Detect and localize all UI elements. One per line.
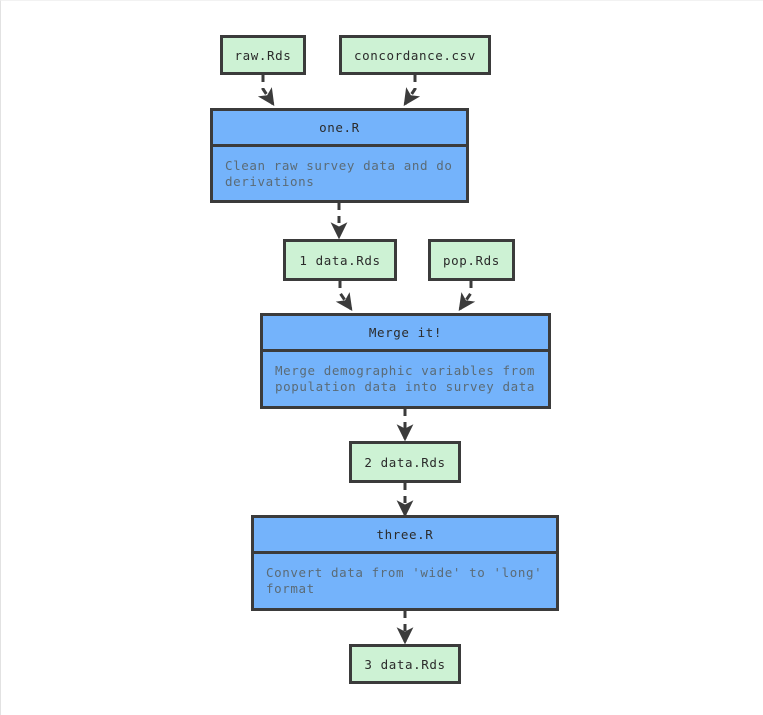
- edge-pop-to-merge: [458, 281, 476, 311]
- node-concordance-csv[interactable]: concordance.csv: [339, 35, 491, 75]
- node-data3-rds-label: 3 data.Rds: [364, 656, 446, 672]
- node-merge-it[interactable]: Merge it! Merge demographic variables fr…: [260, 313, 551, 409]
- node-data1-rds-label: 1 data.Rds: [299, 252, 381, 268]
- node-pop-rds-label: pop.Rds: [443, 252, 500, 268]
- node-data1-rds[interactable]: 1 data.Rds: [283, 239, 397, 281]
- node-merge-it-description: Merge demographic variables from populat…: [275, 363, 544, 394]
- edge-raw-to-one: [257, 75, 275, 106]
- node-data2-rds[interactable]: 2 data.Rds: [349, 441, 461, 483]
- node-data2-rds-label: 2 data.Rds: [364, 454, 446, 470]
- node-one-r[interactable]: one.R Clean raw survey data and do deriv…: [210, 108, 469, 203]
- node-concordance-csv-label: concordance.csv: [354, 47, 476, 63]
- node-one-r-description: Clean raw survey data and do derivations: [225, 158, 461, 189]
- node-pop-rds[interactable]: pop.Rds: [428, 239, 515, 281]
- node-data3-rds[interactable]: 3 data.Rds: [349, 644, 461, 684]
- edge-concordance-to-one: [403, 75, 421, 106]
- edge-data1-to-merge: [335, 281, 353, 311]
- node-raw-rds[interactable]: raw.Rds: [220, 35, 306, 75]
- node-three-r[interactable]: three.R Convert data from 'wide' to 'lon…: [251, 515, 559, 611]
- node-raw-rds-label: raw.Rds: [234, 47, 292, 63]
- node-three-r-title: three.R: [254, 518, 556, 554]
- node-merge-it-title: Merge it!: [263, 316, 548, 352]
- node-one-r-title: one.R: [213, 111, 466, 147]
- node-three-r-description: Convert data from 'wide' to 'long' forma…: [266, 565, 551, 596]
